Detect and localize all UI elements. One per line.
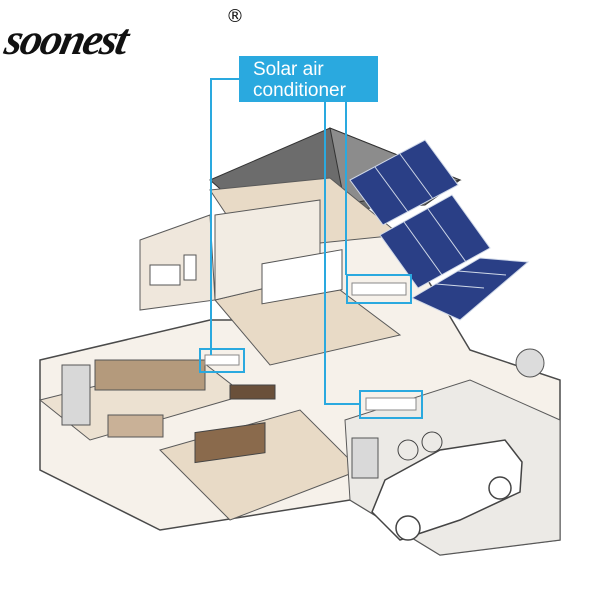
callout-label: Solar air conditioner <box>239 56 378 102</box>
kitchen-counter <box>94 359 206 391</box>
bicycle-wheel-1 <box>397 439 419 461</box>
outdoor-unit <box>515 348 545 378</box>
kitchen-island <box>107 414 164 438</box>
air-conditioner-unit-2 <box>199 348 245 373</box>
callout-leader-lines <box>210 78 360 405</box>
registered-mark: ® <box>226 6 244 27</box>
bicycle-wheel-2 <box>421 431 443 453</box>
bathroom <box>139 214 216 311</box>
car-wheel-front <box>395 515 421 541</box>
toilet <box>183 254 197 281</box>
callout-line-2: conditioner <box>253 80 346 101</box>
washing-machine <box>351 437 379 479</box>
tv-stand <box>229 384 276 400</box>
air-conditioner-unit-2-body <box>204 354 240 366</box>
refrigerator <box>61 364 91 426</box>
bed <box>261 249 343 305</box>
solar-panel-row-1 <box>349 139 459 226</box>
callout-line-1: Solar air <box>253 59 324 80</box>
dining-table <box>194 422 266 464</box>
solar-panel-row-2 <box>379 194 491 289</box>
air-conditioner-unit-3-body <box>365 397 417 411</box>
car-wheel-rear <box>488 476 512 500</box>
solar-panel-row-3 <box>410 257 530 321</box>
car <box>371 439 523 541</box>
air-conditioner-unit-1 <box>346 274 412 304</box>
bathtub <box>149 264 181 286</box>
air-conditioner-unit-1-body <box>351 282 407 296</box>
solar-panels <box>349 139 530 321</box>
